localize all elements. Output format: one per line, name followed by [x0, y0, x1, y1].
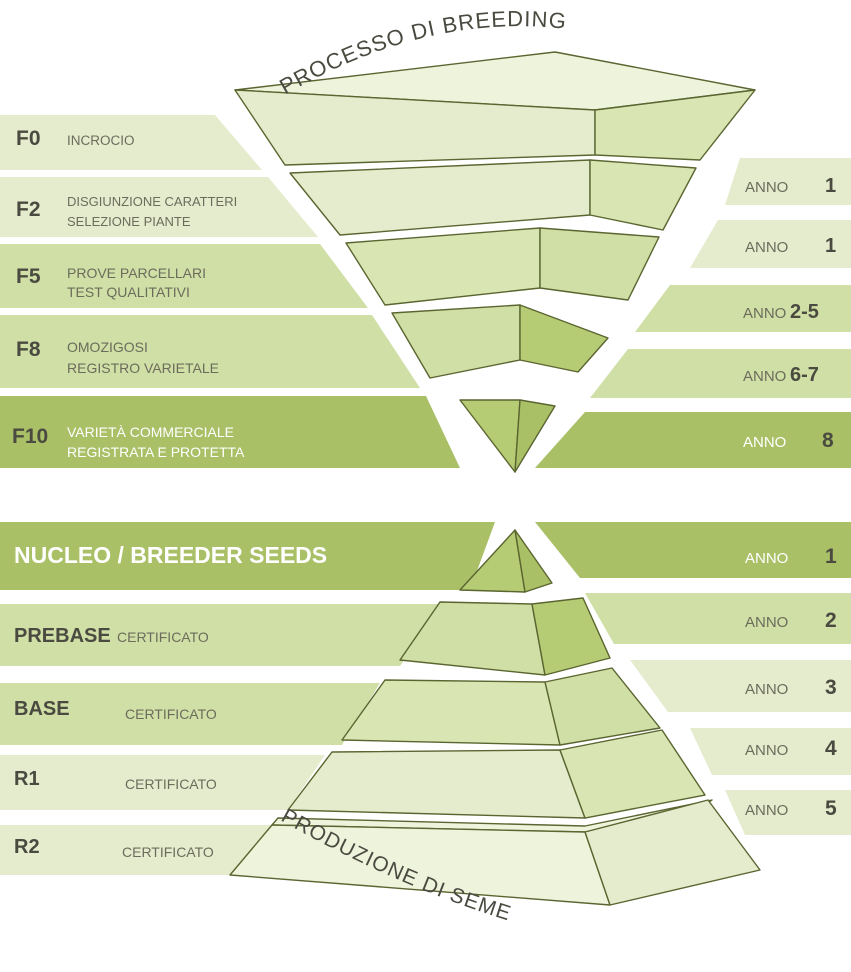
- band-left-f10: [0, 396, 460, 468]
- inverted-pyramid: [234, 51, 756, 473]
- breeding-right-labels: ANNO 1 ANNO 1 ANNO 2-5 ANNO 6-7 ANNO 8: [743, 175, 836, 452]
- band-right-base: [630, 660, 851, 712]
- f5-code: F5: [16, 265, 41, 288]
- f5-anno-label: ANNO: [743, 305, 786, 322]
- tier-1-side-face: [514, 529, 553, 593]
- band-right-f5: [635, 285, 851, 332]
- prebase-code: PREBASE: [14, 625, 111, 647]
- f10-anno-label: ANNO: [743, 434, 786, 451]
- band-right-f2: [690, 220, 851, 268]
- r2-anno-value: 5: [825, 797, 837, 820]
- seed-left-labels: NUCLEO / BREEDER SEEDS PREBASE CERTIFICA…: [14, 542, 327, 860]
- layer-4-front-face: [391, 304, 521, 379]
- f2-anno-label: ANNO: [745, 239, 788, 256]
- base-sub: CERTIFICATO: [125, 706, 217, 722]
- f10-desc-line2: REGISTRATA E PROTETTA: [67, 444, 245, 460]
- f10-code: F10: [12, 425, 48, 448]
- f5-desc-line2: TEST QUALITATIVI: [67, 284, 190, 300]
- tier-2-side-face: [531, 597, 611, 676]
- f8-anno-label: ANNO: [743, 368, 786, 385]
- f8-desc-line2: REGISTRO VARIETALE: [67, 360, 219, 376]
- f0-anno-value: 1: [825, 175, 836, 197]
- f0-anno-label: ANNO: [745, 179, 788, 196]
- layer-2-front-face: [289, 159, 591, 236]
- f10-anno-value: 8: [822, 429, 834, 452]
- band-right-r1: [690, 728, 851, 775]
- prebase-sub: CERTIFICATO: [117, 629, 209, 645]
- r2-sub: CERTIFICATO: [122, 844, 214, 860]
- band-right-r2: [725, 790, 851, 835]
- f2-code: F2: [16, 198, 41, 221]
- band-right-nucleo: [535, 522, 851, 578]
- tier-4-front-face: [287, 749, 586, 819]
- layer-1-side-face: [594, 89, 756, 161]
- layer-5-front-face: [459, 399, 521, 473]
- f2-anno-value: 1: [825, 235, 836, 257]
- tier-5-side-face: [584, 799, 761, 906]
- f5-desc-line1: PROVE PARCELLARI: [67, 265, 206, 281]
- r1-sub: CERTIFICATO: [125, 776, 217, 792]
- band-right-f8: [590, 349, 851, 398]
- r2-anno-label: ANNO: [745, 802, 788, 819]
- nucleo-anno-label: ANNO: [745, 550, 788, 567]
- base-anno-label: ANNO: [745, 681, 788, 698]
- band-right-f0: [725, 158, 851, 205]
- prebase-anno-value: 2: [825, 609, 837, 632]
- band-left-prebase: [0, 604, 444, 666]
- r1-code: R1: [14, 768, 40, 790]
- band-left-nucleo: [0, 522, 495, 590]
- seed-right-labels: ANNO 1 ANNO 2 ANNO 3 ANNO 4 ANNO 5: [745, 545, 837, 820]
- band-right-f10: [535, 412, 851, 468]
- f8-desc-line1: OMOZIGOSI: [67, 339, 148, 355]
- band-left-base: [0, 683, 380, 745]
- base-anno-value: 3: [825, 676, 837, 699]
- breeding-left-labels: F0 INCROCIO F2 DISGIUNZIONE CARATTERI SE…: [12, 127, 245, 460]
- tier-4-side-face: [559, 729, 706, 819]
- nucleo-anno-value: 1: [825, 545, 837, 568]
- f10-desc-line1: VARIETÀ COMMERCIALE: [67, 424, 234, 440]
- r2-code: R2: [14, 836, 40, 858]
- band-left-r2: [0, 825, 272, 875]
- layer-4-side-face: [519, 304, 609, 373]
- prebase-anno-label: ANNO: [745, 614, 788, 631]
- breeding-section: PROCESSO DI BREEDING F0 INCROCIO F2 DISG…: [0, 6, 851, 473]
- f8-code: F8: [16, 338, 41, 361]
- f2-desc-line1: DISGIUNZIONE CARATTERI: [67, 194, 237, 209]
- band-left-r1: [0, 755, 325, 810]
- band-right-prebase: [585, 593, 851, 644]
- base-code: BASE: [14, 698, 70, 720]
- f0-desc-line1: INCROCIO: [67, 133, 135, 148]
- band-left-f5: [0, 244, 368, 308]
- layer-2-side-face: [589, 159, 697, 231]
- r1-anno-label: ANNO: [745, 742, 788, 759]
- seed-pyramid: [229, 529, 761, 906]
- layer-3-side-face: [539, 227, 660, 301]
- f8-anno-value: 6-7: [790, 364, 819, 386]
- band-left-f2: [0, 177, 318, 237]
- seed-production-section: PRODUZIONE DI SEME NUCLEO / BREEDER SEED…: [0, 522, 851, 925]
- f0-code: F0: [16, 127, 41, 150]
- band-left-f8: [0, 315, 420, 388]
- tier-3-side-face: [544, 667, 661, 746]
- nucleo-code: NUCLEO / BREEDER SEEDS: [14, 542, 327, 568]
- band-left-f0: [0, 115, 262, 170]
- f5-anno-value: 2-5: [790, 301, 819, 323]
- f2-desc-line2: SELEZIONE PIANTE: [67, 214, 191, 229]
- layer-3-front-face: [345, 227, 541, 306]
- layer-5-side-face: [514, 399, 556, 473]
- r1-anno-value: 4: [825, 737, 837, 760]
